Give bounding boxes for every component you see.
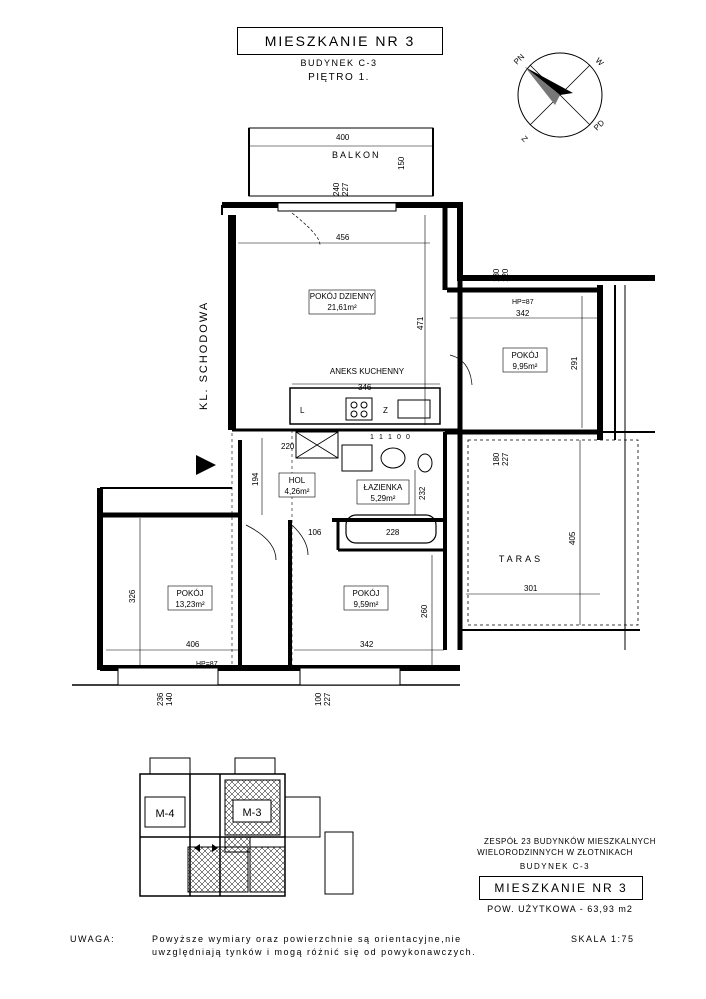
label-hol: HOL xyxy=(289,476,306,485)
entrance-arrow-icon xyxy=(196,455,216,475)
kitchen-code-1: 1 xyxy=(370,434,374,441)
area-pokoj-sw: 13,23m² xyxy=(175,600,205,609)
dim-laz-232: 232 xyxy=(418,486,427,500)
info-line1: ZESPÓŁ 23 BUDYNKÓW MIESZKALNYCH xyxy=(484,837,656,846)
label-pokoj-sw: POKÓJ xyxy=(176,589,203,598)
note-line1: Powyższe wymiary oraz powierzchnie są or… xyxy=(152,934,462,944)
dim-dzienny-h: 471 xyxy=(416,316,425,330)
dim-win-sw-2: 140 xyxy=(165,692,174,706)
floor-label: PIĘTRO 1. xyxy=(308,72,370,83)
note-line2: uwzględniają tynków i mogą różnić się od… xyxy=(152,947,477,957)
dim-win-sw-1: 236 xyxy=(156,692,165,706)
dim-win-s-2: 227 xyxy=(323,692,332,706)
label-aneks: ANEKS KUCHENNY xyxy=(330,367,405,376)
kitchen-letter-z: Z xyxy=(383,406,388,415)
compass-icon: PN W PD Z xyxy=(512,52,606,144)
key-plan: M-4 M-3 xyxy=(139,757,354,897)
kitchen-letter-l: L xyxy=(300,406,305,415)
floor-plan: 400 150 BALKON 240 227 456 471 346 180 1… xyxy=(72,127,655,706)
dim-balkon-door-2: 227 xyxy=(341,182,350,196)
dim-taras-h: 405 xyxy=(568,531,577,545)
area-lazienka: 5,29m² xyxy=(371,494,396,503)
dim-taras-w: 301 xyxy=(524,584,538,593)
keyplan-m4: M-4 xyxy=(156,808,175,820)
area-pokoj-ne: 9,95m² xyxy=(513,362,538,371)
label-taras: TARAS xyxy=(499,554,543,564)
compass-label-z: Z xyxy=(520,134,530,144)
area-hol: 4,26m² xyxy=(285,487,310,496)
dim-pokoj-ne-h: 291 xyxy=(570,356,579,370)
bathtub xyxy=(345,514,437,544)
kitchen-code-3: 1 xyxy=(388,434,392,441)
dim-s-w: 342 xyxy=(360,640,374,649)
keyplan-m3: M-3 xyxy=(243,807,262,819)
label-pokoj-s: POKÓJ xyxy=(352,589,379,598)
label-klatka: KL. SCHODOWA xyxy=(198,301,210,410)
info-line3: BUDYNEK C-3 xyxy=(519,862,591,871)
dim-balkon-door-1: 240 xyxy=(332,182,341,196)
building-label: BUDYNEK C-3 xyxy=(300,58,378,68)
dim-hp-sw: HP=87 xyxy=(196,661,218,668)
dim-pokoj-ne-w: 342 xyxy=(516,309,530,318)
page-title: MIESZKANIE NR 3 xyxy=(237,27,443,55)
dim-sw-h: 326 xyxy=(128,589,137,603)
info-area: POW. UŻYTKOWA - 63,93 m2 xyxy=(487,904,633,914)
dim-dzienny-w: 456 xyxy=(336,233,350,242)
area-pokoj-s: 9,59m² xyxy=(354,600,379,609)
info-line2: WIELORODZINNYCH W ZŁOTNIKACH xyxy=(477,848,633,857)
dim-sw-w: 406 xyxy=(186,640,200,649)
title-text: MIESZKANIE NR 3 xyxy=(264,33,416,49)
note-label: UWAGA: xyxy=(70,934,116,944)
dim-door-ne-1: 180 xyxy=(492,268,501,282)
dim-win-s-1: 100 xyxy=(314,692,323,706)
dim-hp-ne: HP=87 xyxy=(512,299,534,306)
label-pokoj-dzienny: POKÓJ DZIENNY xyxy=(310,292,375,301)
kitchen-code-4: 0 xyxy=(397,434,401,441)
dim-door-ne-2: 120 xyxy=(501,268,510,282)
dim-balkon-w: 400 xyxy=(336,133,350,142)
info-box-text: MIESZKANIE NR 3 xyxy=(494,881,628,895)
dim-balkon-h: 150 xyxy=(397,156,406,170)
dim-hol-106: 106 xyxy=(308,528,322,537)
dim-s-h: 260 xyxy=(420,604,429,618)
dim-hol-194: 194 xyxy=(251,472,260,486)
kitchen-code-2: 1 xyxy=(379,434,383,441)
kitchen-code-5: 0 xyxy=(406,434,410,441)
scale-label: SKALA 1:75 xyxy=(571,934,635,944)
dim-door-taras-1: 180 xyxy=(492,452,501,466)
label-pokoj-ne: POKÓJ xyxy=(511,351,538,360)
kitchen-counter xyxy=(289,387,441,425)
info-box: MIESZKANIE NR 3 xyxy=(479,876,643,900)
dim-aneks-w: 346 xyxy=(358,383,372,392)
area-pokoj-dzienny: 21,61m² xyxy=(327,303,357,312)
dim-hol-220: 220 xyxy=(281,442,295,451)
label-lazienka: ŁAZIENKA xyxy=(364,483,403,492)
label-balkon: BALKON xyxy=(332,150,381,160)
dim-door-taras-2: 227 xyxy=(501,452,510,466)
dim-laz-228: 228 xyxy=(386,528,400,537)
